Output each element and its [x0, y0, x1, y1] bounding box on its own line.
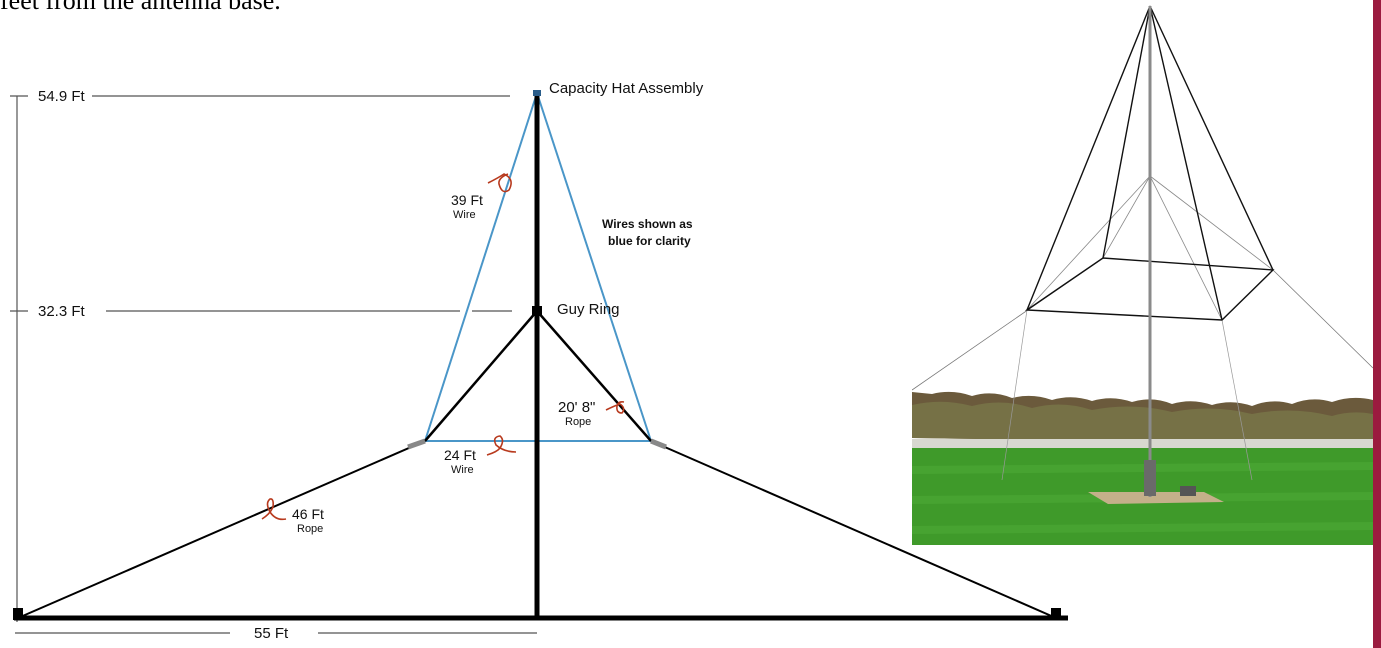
wire-bottom-material-label: Wire [451, 464, 474, 476]
wire-left-side [424, 92, 538, 442]
capacity-hat-label: Capacity Hat Assembly [549, 80, 704, 97]
rope-inner-right [536, 310, 652, 442]
wire-side-length-label: 39 Ft [451, 192, 483, 208]
marker-wire-side [487, 173, 512, 193]
rope-long-length-label: 46 Ft [292, 506, 324, 522]
rope-outer-right [650, 440, 1057, 619]
hat-top [533, 90, 541, 96]
wire-bottom-length-label: 24 Ft [444, 447, 476, 463]
left-anchor [13, 608, 23, 620]
rope-short-material-label: Rope [565, 416, 591, 428]
insulator-left [407, 438, 426, 450]
tree-foliage [912, 401, 1373, 445]
wire-note-line1: Wires shown as [602, 217, 693, 231]
intro-text: feet from the antenna base. [0, 0, 281, 15]
guy-ring [532, 306, 542, 316]
antenna-diagram: 54.9 Ft 32.3 Ft 55 Ft Capacity Hat Assem… [10, 80, 1068, 642]
wire-note-line2: blue for clarity [608, 234, 691, 248]
antenna-photo [912, 0, 1373, 545]
marker-wire-bottom [486, 435, 517, 456]
wire-side-material-label: Wire [453, 209, 476, 221]
accent-bar [1373, 0, 1381, 648]
guy-ring-label: Guy Ring [557, 301, 620, 318]
height-mid-label: 32.3 Ft [38, 303, 86, 320]
right-anchor [1051, 608, 1061, 620]
rope-outer-left [17, 440, 426, 619]
marker-rope-long [261, 498, 287, 521]
marker-rope-short [605, 401, 625, 414]
base-length-label: 55 Ft [254, 625, 289, 642]
height-top-label: 54.9 Ft [38, 88, 86, 105]
rope-long-material-label: Rope [297, 523, 323, 535]
insulator-right [650, 438, 667, 450]
rope-short-length-label: 20' 8" [558, 399, 595, 416]
rope-inner-left [424, 310, 538, 442]
wire-right-side [536, 92, 652, 442]
